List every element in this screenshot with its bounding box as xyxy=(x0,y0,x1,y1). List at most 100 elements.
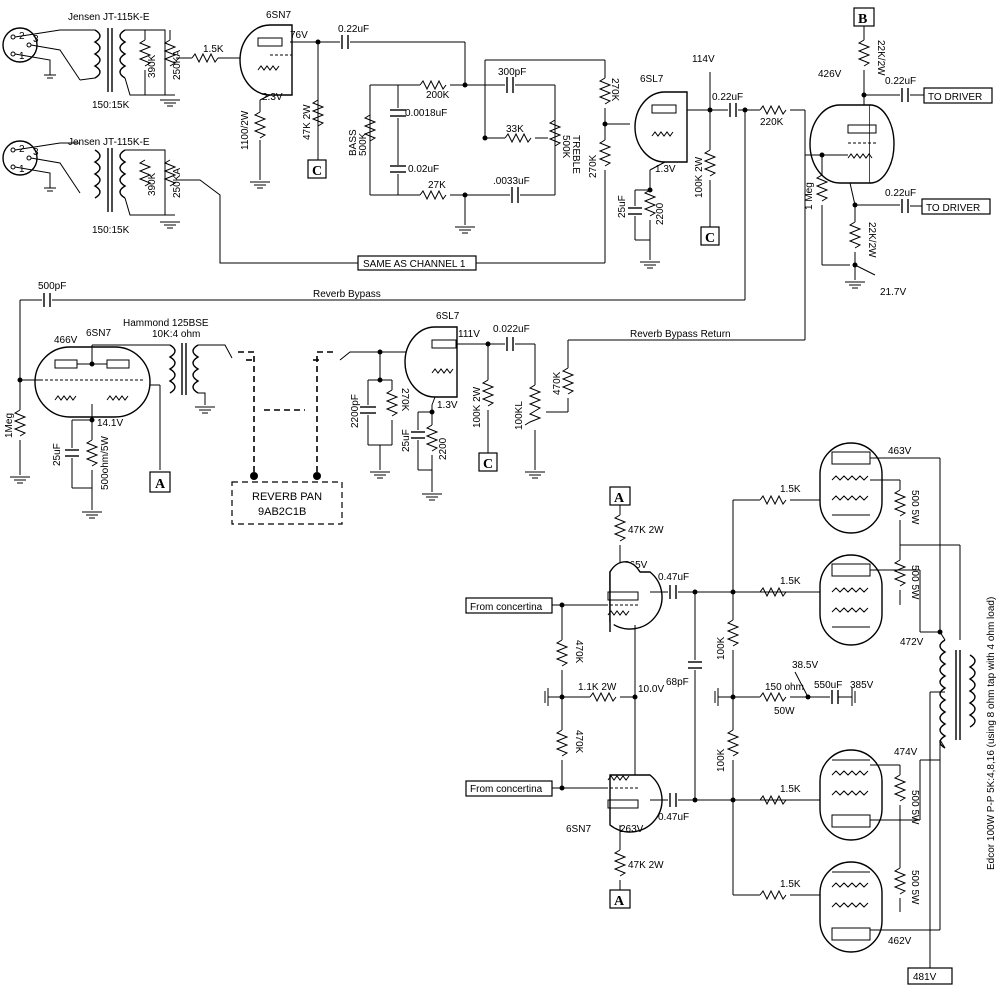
tube-v1-label: 6SN7 xyxy=(266,10,291,21)
v1-3b-label: 1.3V xyxy=(437,400,458,411)
v2-plate-voltage: 114V xyxy=(692,54,715,65)
treble-value: 500K xyxy=(560,135,571,159)
screen-res-1: 500 5W xyxy=(909,490,920,525)
r150-label: 150 ohm xyxy=(765,682,804,693)
v474-label: 474V xyxy=(894,747,918,758)
transformer-1-ratio: 150:15K xyxy=(92,100,130,111)
v385-label: 385V xyxy=(850,680,874,691)
xlr-pin-3: 3 xyxy=(33,34,39,45)
c300p-label: 300pF xyxy=(498,67,526,78)
pot-250ka-1-label: 250KA xyxy=(172,50,183,80)
reverb-pan: REVERB PAN 9AB2C1B xyxy=(231,351,420,525)
c022c-label: 0.22uF xyxy=(885,76,916,87)
r390k-2-label: 390K xyxy=(147,172,158,196)
c0033-label: .0033uF xyxy=(493,176,530,187)
same-as-channel-1-label: SAME AS CHANNEL 1 xyxy=(363,259,466,270)
r2200a-label: 2200 xyxy=(655,202,666,225)
r470k-b-label: 470K xyxy=(573,640,584,664)
transformer-2-label: Jensen JT-115K-E xyxy=(68,137,150,148)
bass-value: 500K xyxy=(358,132,369,156)
r1-5k-label: 1.5K xyxy=(203,44,224,55)
transformer-2-ratio: 150:15K xyxy=(92,225,130,236)
r27k-label: 27K xyxy=(428,180,446,191)
r1meg-b-label: 1Meg xyxy=(4,413,15,438)
v472-label: 472V xyxy=(900,637,924,648)
tube-v4: 2200pF 270K 6SL7 111V 100K 2W C 0.022uF … xyxy=(350,311,545,501)
r100k-b-label: 100K xyxy=(716,748,727,772)
reverb-bypass-label: Reverb Bypass xyxy=(313,289,381,300)
v38-5-label: 38.5V xyxy=(792,660,818,671)
v463-label: 463V xyxy=(888,446,912,457)
reverb-pan-line1: REVERB PAN xyxy=(252,491,322,503)
node-a-1: A xyxy=(155,477,166,492)
tone-stack: 200K 0.0018uF BASS 500K 0.02uF 27K .0033… xyxy=(348,59,630,263)
c022b-label: 0.22uF xyxy=(712,92,743,103)
output-stage: 1.5K 1.5K 1.5K 1.5K 463V xyxy=(733,442,997,985)
v265-label: 265V xyxy=(624,560,648,571)
tube-v3-label: 6SN7 xyxy=(86,328,111,339)
input-transformer-2: Jensen JT-115K-E 150:15K 390K 250KA xyxy=(68,137,360,264)
r470k-c-label: 470K xyxy=(573,730,584,754)
node-b: B xyxy=(858,12,867,27)
reverb-transformer-ratio: 10K:4 ohm xyxy=(152,329,200,340)
reverb-transformer-label: Hammond 125BSE xyxy=(123,318,209,329)
reverb-bypass-return-label: Reverb Bypass Return xyxy=(630,329,731,340)
xlr2-pin-2: 2 xyxy=(19,144,25,155)
v10-label: 10.0V xyxy=(638,684,664,695)
xlr-input-1: 2 3 1 xyxy=(2,27,81,81)
supply-voltage-label: 481V xyxy=(913,972,937,983)
reverb-pan-line2: 9AB2C1B xyxy=(258,506,306,518)
transformer-1-label: Jensen JT-115K-E xyxy=(68,12,150,23)
v263-label: 263V xyxy=(620,824,644,835)
c022-1-label: 0.22uF xyxy=(338,24,369,35)
r150w-label: 50W xyxy=(774,706,795,717)
to-driver-1: TO DRIVER xyxy=(928,92,982,103)
pot-250ka-2-label: 250KA xyxy=(172,168,183,198)
node-a-3: A xyxy=(614,894,625,909)
output-transformer-label: Edcor 100W P-P 5K:4,8,16 (using 8 ohm ta… xyxy=(986,597,997,870)
r100k2w-b-label: 100K 2W xyxy=(472,386,483,428)
v2-cathode-voltage: 1.3V xyxy=(655,164,676,175)
r270k-c-label: 270K xyxy=(399,388,410,412)
r1100-label: 1100/2W xyxy=(240,110,251,150)
tube-v2-label: 6SL7 xyxy=(640,74,664,85)
r500ohm-label: 500ohm/5W xyxy=(100,436,111,490)
grid-res-1: 1.5K xyxy=(780,484,801,495)
v111-label: 111V xyxy=(458,329,480,340)
c25u-b-label: 25uF xyxy=(52,443,63,466)
reverb-transformer: Hammond 125BSE 10K:4 ohm xyxy=(123,318,233,414)
c25u-c-label: 25uF xyxy=(401,429,412,452)
node-a-2: A xyxy=(614,491,625,506)
input-transformer-1: Jensen JT-115K-E 150:15K 390K 250KA 1.5K xyxy=(68,12,242,111)
c0022-label: 0.022uF xyxy=(493,324,530,335)
node-c-2: C xyxy=(705,231,715,246)
xlr2-pin-1: 1 xyxy=(19,164,25,175)
screen-res-3: 500 5W xyxy=(909,790,920,825)
phase-inverter: B 22K/2W 426V 0.22uF TO DRIVER 1 Meg 0.2… xyxy=(804,7,993,298)
grid-res-4: 1.5K xyxy=(780,879,801,890)
r1-1k-label: 1.1K 2W xyxy=(578,682,617,693)
treble-label: TREBLE xyxy=(570,135,581,174)
v466-label: 466V xyxy=(54,335,78,346)
tube-v1: 6SN7 76V 2.3V 1100/2W 47K 2W C 0.22uF xyxy=(239,10,466,189)
r1meg-a-label: 1 Meg xyxy=(804,182,815,210)
v1-plate-voltage: 76V xyxy=(290,30,308,41)
screen-res-4: 500 5W xyxy=(909,870,920,905)
r390k-1-label: 390K xyxy=(147,54,158,78)
xlr-input-2: 2 3 1 xyxy=(2,140,81,194)
c047b-label: 0.47uF xyxy=(658,812,689,823)
r47k2w-b-label: 47K 2W xyxy=(628,525,664,536)
v14-1-label: 14.1V xyxy=(97,418,123,429)
c022d-label: 0.22uF xyxy=(885,188,916,199)
node-c-1: C xyxy=(312,164,322,179)
v462-label: 462V xyxy=(888,936,912,947)
xlr-pin-1: 1 xyxy=(19,51,25,62)
r22k2w-a-label: 22K/2W xyxy=(875,40,886,76)
tube-v5-label: 6SN7 xyxy=(566,824,591,835)
c25u-a-label: 25uF xyxy=(617,195,628,218)
from-concertina-2: From concertina xyxy=(470,784,543,795)
tube-v2: 6SL7 114V 0.22uF 220K 1.3V 2200 25uF 100… xyxy=(617,54,805,300)
tube-v3: 6SN7 466V 14.1V 25uF 500ohm/5W A xyxy=(20,328,171,519)
c68p-label: 68pF xyxy=(666,677,689,688)
